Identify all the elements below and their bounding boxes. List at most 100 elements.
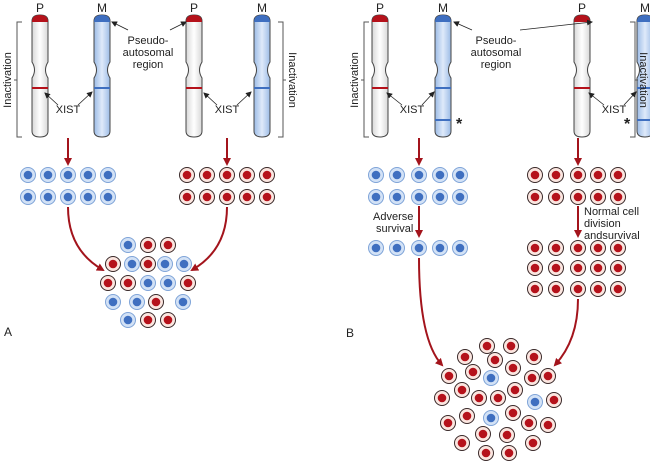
- cell-nucleus: [179, 259, 189, 269]
- cell-nucleus: [123, 315, 133, 325]
- mutation-asterisk: *: [624, 116, 631, 133]
- xist-label: XIST: [400, 104, 425, 116]
- cell-nucleus: [551, 243, 561, 253]
- cell-nucleus: [63, 170, 73, 180]
- pointer-arrow: [386, 92, 403, 106]
- cell-nucleus: [573, 170, 583, 180]
- pseudo-autosomal-cap: [94, 15, 110, 22]
- cell-nucleus: [530, 397, 540, 407]
- pointer-arrow: [44, 92, 59, 106]
- cell-nucleus: [530, 284, 540, 294]
- maternal-x-chromosome: [253, 14, 271, 138]
- normal-division-label: andsurvival: [584, 230, 640, 242]
- cell-nucleus: [103, 278, 113, 288]
- cell-nucleus: [371, 170, 381, 180]
- inactivation-label: Inactivation: [637, 52, 649, 108]
- cell-nucleus: [127, 259, 137, 269]
- pseudo-autosomal-cap: [32, 15, 48, 22]
- pseudo-autosomal-label: region: [133, 59, 164, 71]
- inactivation-label: Inactivation: [286, 52, 298, 108]
- cell-nucleus: [262, 170, 272, 180]
- cell-nucleus: [486, 373, 496, 383]
- cell-nucleus: [593, 284, 603, 294]
- paternal-label: P: [36, 1, 44, 15]
- cell-nucleus: [163, 278, 173, 288]
- normal-division-label: Normal cell: [584, 206, 639, 218]
- cell-nucleus: [474, 393, 484, 403]
- cell-nucleus: [371, 243, 381, 253]
- cell-nucleus: [182, 170, 192, 180]
- adverse-survival-label: Adverse: [373, 211, 413, 223]
- paternal-x-chromosome: [31, 14, 49, 138]
- inactivation-label: Inactivation: [2, 52, 14, 108]
- cell-nucleus: [392, 243, 402, 253]
- cell-nucleus: [457, 438, 467, 448]
- cell-nucleus: [543, 371, 553, 381]
- paternal-label: P: [578, 1, 586, 15]
- cell-nucleus: [457, 385, 467, 395]
- flow-arrow: [67, 206, 105, 271]
- cell-nucleus: [392, 192, 402, 202]
- cell-nucleus: [551, 263, 561, 273]
- cell-nucleus: [613, 263, 623, 273]
- paternal-x-chromosome: [371, 14, 389, 138]
- cell-nucleus: [103, 192, 113, 202]
- cell-nucleus: [613, 192, 623, 202]
- cell-nucleus: [481, 448, 491, 458]
- inactivation-bracket: [278, 21, 286, 138]
- cell-nucleus: [551, 284, 561, 294]
- cell-nucleus: [530, 263, 540, 273]
- paternal-label: P: [190, 1, 198, 15]
- maternal-label: M: [640, 1, 650, 15]
- pointer-arrow: [519, 19, 593, 31]
- cell-nucleus: [549, 395, 559, 405]
- pointer-arrow: [111, 21, 129, 31]
- cell-nucleus: [414, 192, 424, 202]
- cell-nucleus: [123, 278, 133, 288]
- cell-nucleus: [178, 297, 188, 307]
- cell-nucleus: [468, 367, 478, 377]
- flow-arrow: [553, 298, 579, 367]
- pseudo-autosomal-cap: [372, 15, 388, 22]
- cell-nucleus: [510, 385, 520, 395]
- cell-nucleus: [83, 170, 93, 180]
- cell-nucleus: [482, 341, 492, 351]
- cell-nucleus: [527, 373, 537, 383]
- cell-nucleus: [573, 243, 583, 253]
- cell-nucleus: [490, 355, 500, 365]
- cell-nucleus: [444, 371, 454, 381]
- cell-nucleus: [143, 240, 153, 250]
- cell-nucleus: [543, 420, 553, 430]
- cell-nucleus: [242, 192, 252, 202]
- cell-nucleus: [262, 192, 272, 202]
- cell-nucleus: [143, 315, 153, 325]
- mutation-asterisk: *: [456, 116, 463, 133]
- pointer-arrow: [77, 91, 93, 106]
- cell-nucleus: [528, 438, 538, 448]
- cell-nucleus: [160, 259, 170, 269]
- cell-nucleus: [573, 263, 583, 273]
- cell-nucleus: [529, 352, 539, 362]
- pseudo-autosomal-label: Pseudo-: [128, 35, 169, 47]
- cell-nucleus: [23, 170, 33, 180]
- cell-nucleus: [613, 243, 623, 253]
- cell-nucleus: [613, 284, 623, 294]
- pseudo-autosomal-label: Pseudo-: [476, 35, 517, 47]
- cell-nucleus: [183, 278, 193, 288]
- cell-nucleus: [551, 170, 561, 180]
- cell-nucleus: [371, 192, 381, 202]
- maternal-x-chromosome: [93, 14, 111, 138]
- cell-nucleus: [182, 192, 192, 202]
- pointer-arrow: [421, 91, 435, 106]
- flow-arrow: [418, 257, 444, 367]
- cell-nucleus: [123, 240, 133, 250]
- paternal-x-chromosome: [573, 14, 591, 138]
- cell-nucleus: [443, 418, 453, 428]
- pseudo-autosomal-label: region: [481, 59, 512, 71]
- inactivation-label: Inactivation: [349, 52, 361, 108]
- cell-nucleus: [486, 413, 496, 423]
- cell-nucleus: [551, 192, 561, 202]
- cell-nucleus: [530, 170, 540, 180]
